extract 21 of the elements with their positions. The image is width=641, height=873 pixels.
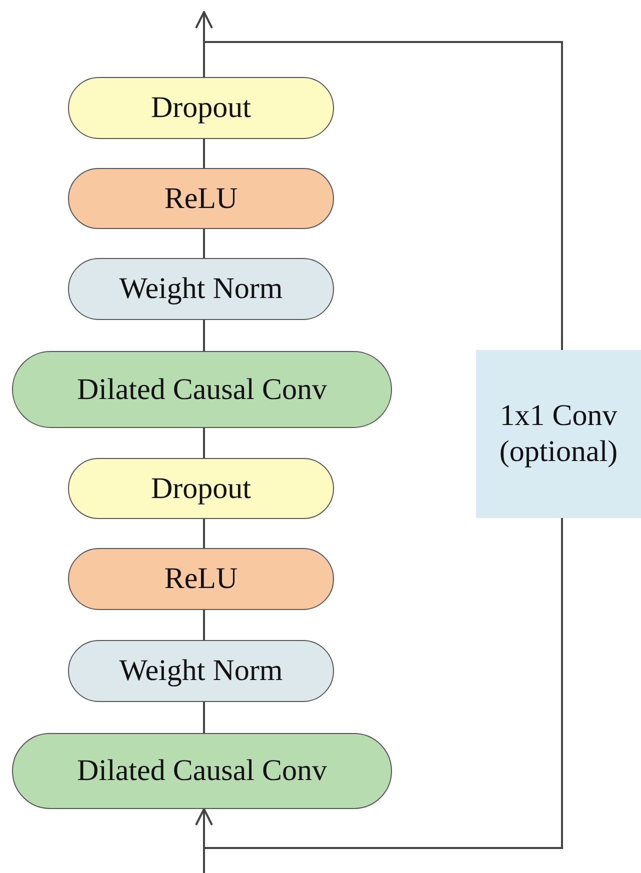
node-label: Dropout [151,90,251,126]
conv-box [476,350,641,518]
connector-line [203,519,205,548]
node-label: Weight Norm [119,271,283,307]
connector-line [203,610,205,640]
connector-line [203,702,205,733]
connector-line [203,139,205,168]
arrow [195,808,213,873]
node-label: 1x1 Conv (optional) [498,398,619,470]
connector-line [204,41,563,350]
connector-line [203,428,205,458]
node-label: Dropout [151,470,251,506]
node-label: ReLU [164,180,238,216]
connector-line [203,320,205,351]
connector-line [204,518,563,849]
arrow [195,11,213,77]
node-label: ReLU [164,561,238,597]
node-label: Dilated Causal Conv [77,753,327,789]
node-label: Weight Norm [119,653,283,689]
node-label: Dilated Causal Conv [77,372,327,408]
connector-line [203,229,205,258]
